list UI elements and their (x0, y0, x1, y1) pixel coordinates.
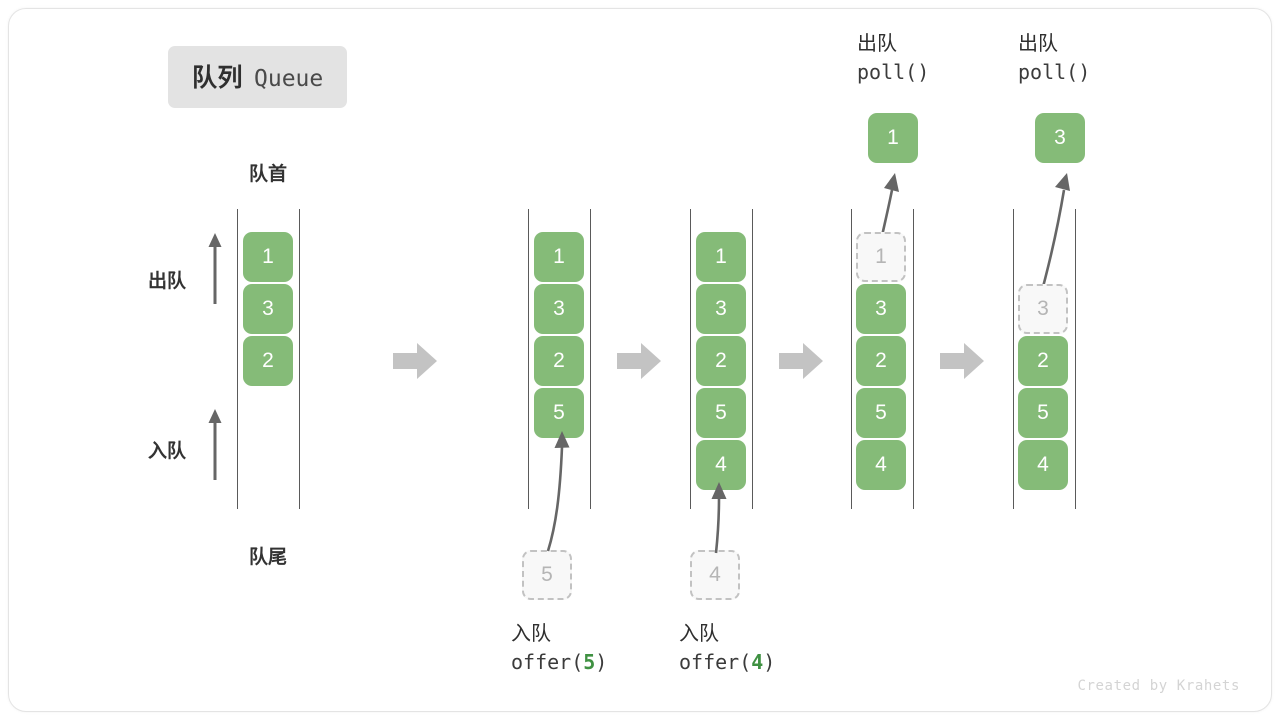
queue-element-new: 4 (696, 440, 746, 490)
stage-separator-arrow-icon (617, 343, 661, 379)
dequeue-up-arrow-icon (208, 233, 222, 304)
operation-label-poll-3: 出队 poll() (1018, 30, 1090, 87)
removed-element-ghost: 1 (856, 232, 906, 282)
operation-name: 入队 (511, 623, 551, 645)
queue-element: 3 (534, 284, 584, 334)
queue-rail-right (913, 209, 914, 509)
operation-code: offer(4) (679, 650, 776, 675)
queue-rail-left (237, 209, 238, 509)
pending-element-ghost: 5 (522, 550, 572, 600)
operation-name: 出队 (1018, 33, 1058, 55)
queue-element-new: 5 (534, 388, 584, 438)
operation-label-offer-4: 入队 offer(4) (679, 620, 775, 677)
stage-separator-arrow-icon (393, 343, 437, 379)
queue-element: 4 (856, 440, 906, 490)
operation-code: poll() (1018, 60, 1091, 85)
queue-element: 2 (1018, 336, 1068, 386)
queue-tail-label: 队尾 (248, 547, 287, 568)
queue-element: 5 (856, 388, 906, 438)
queue-element: 3 (856, 284, 906, 334)
queue-element: 2 (856, 336, 906, 386)
diagram-title-badge: 队列 Queue (168, 46, 348, 108)
enqueue-curve-arrow-icon (546, 431, 570, 552)
queue-element: 3 (243, 284, 293, 334)
pending-element-ghost: 4 (690, 550, 740, 600)
queue-rail-right (590, 209, 591, 509)
queue-element: 1 (534, 232, 584, 282)
queue-element: 3 (696, 284, 746, 334)
title-chinese: 队列 (192, 64, 244, 92)
queue-rail-left (690, 209, 691, 509)
title-english: Queue (254, 66, 324, 92)
stage-separator-arrow-icon (940, 343, 984, 379)
queue-element: 1 (696, 232, 746, 282)
operation-code: poll() (857, 60, 930, 85)
popped-element: 3 (1035, 113, 1085, 163)
operation-name: 出队 (857, 33, 897, 55)
queue-element: 2 (696, 336, 746, 386)
queue-rail-left (851, 209, 852, 509)
queue-rail-right (1075, 209, 1076, 509)
queue-rail-left (528, 209, 529, 509)
queue-element: 2 (534, 336, 584, 386)
stage-separator-arrow-icon (779, 343, 823, 379)
operation-name: 入队 (679, 623, 719, 645)
enqueue-up-arrow-icon (208, 409, 222, 480)
queue-head-label: 队首 (248, 164, 287, 185)
queue-element: 2 (243, 336, 293, 386)
queue-element: 5 (696, 388, 746, 438)
queue-rail-left (1013, 209, 1014, 509)
popped-element: 1 (868, 113, 918, 163)
dequeue-direction-label: 出队 (148, 271, 187, 292)
queue-element: 1 (243, 232, 293, 282)
queue-rail-right (752, 209, 753, 509)
operation-label-poll-1: 出队 poll() (857, 30, 929, 87)
enqueue-direction-label: 入队 (148, 441, 187, 462)
queue-rail-right (299, 209, 300, 509)
operation-code: offer(5) (511, 650, 608, 675)
footer-credit: Created by Krahets (1077, 678, 1240, 694)
queue-element: 4 (1018, 440, 1068, 490)
removed-element-ghost: 3 (1018, 284, 1068, 334)
operation-label-offer-5: 入队 offer(5) (511, 620, 607, 677)
enqueue-curve-arrow-icon (711, 482, 727, 554)
queue-element: 5 (1018, 388, 1068, 438)
